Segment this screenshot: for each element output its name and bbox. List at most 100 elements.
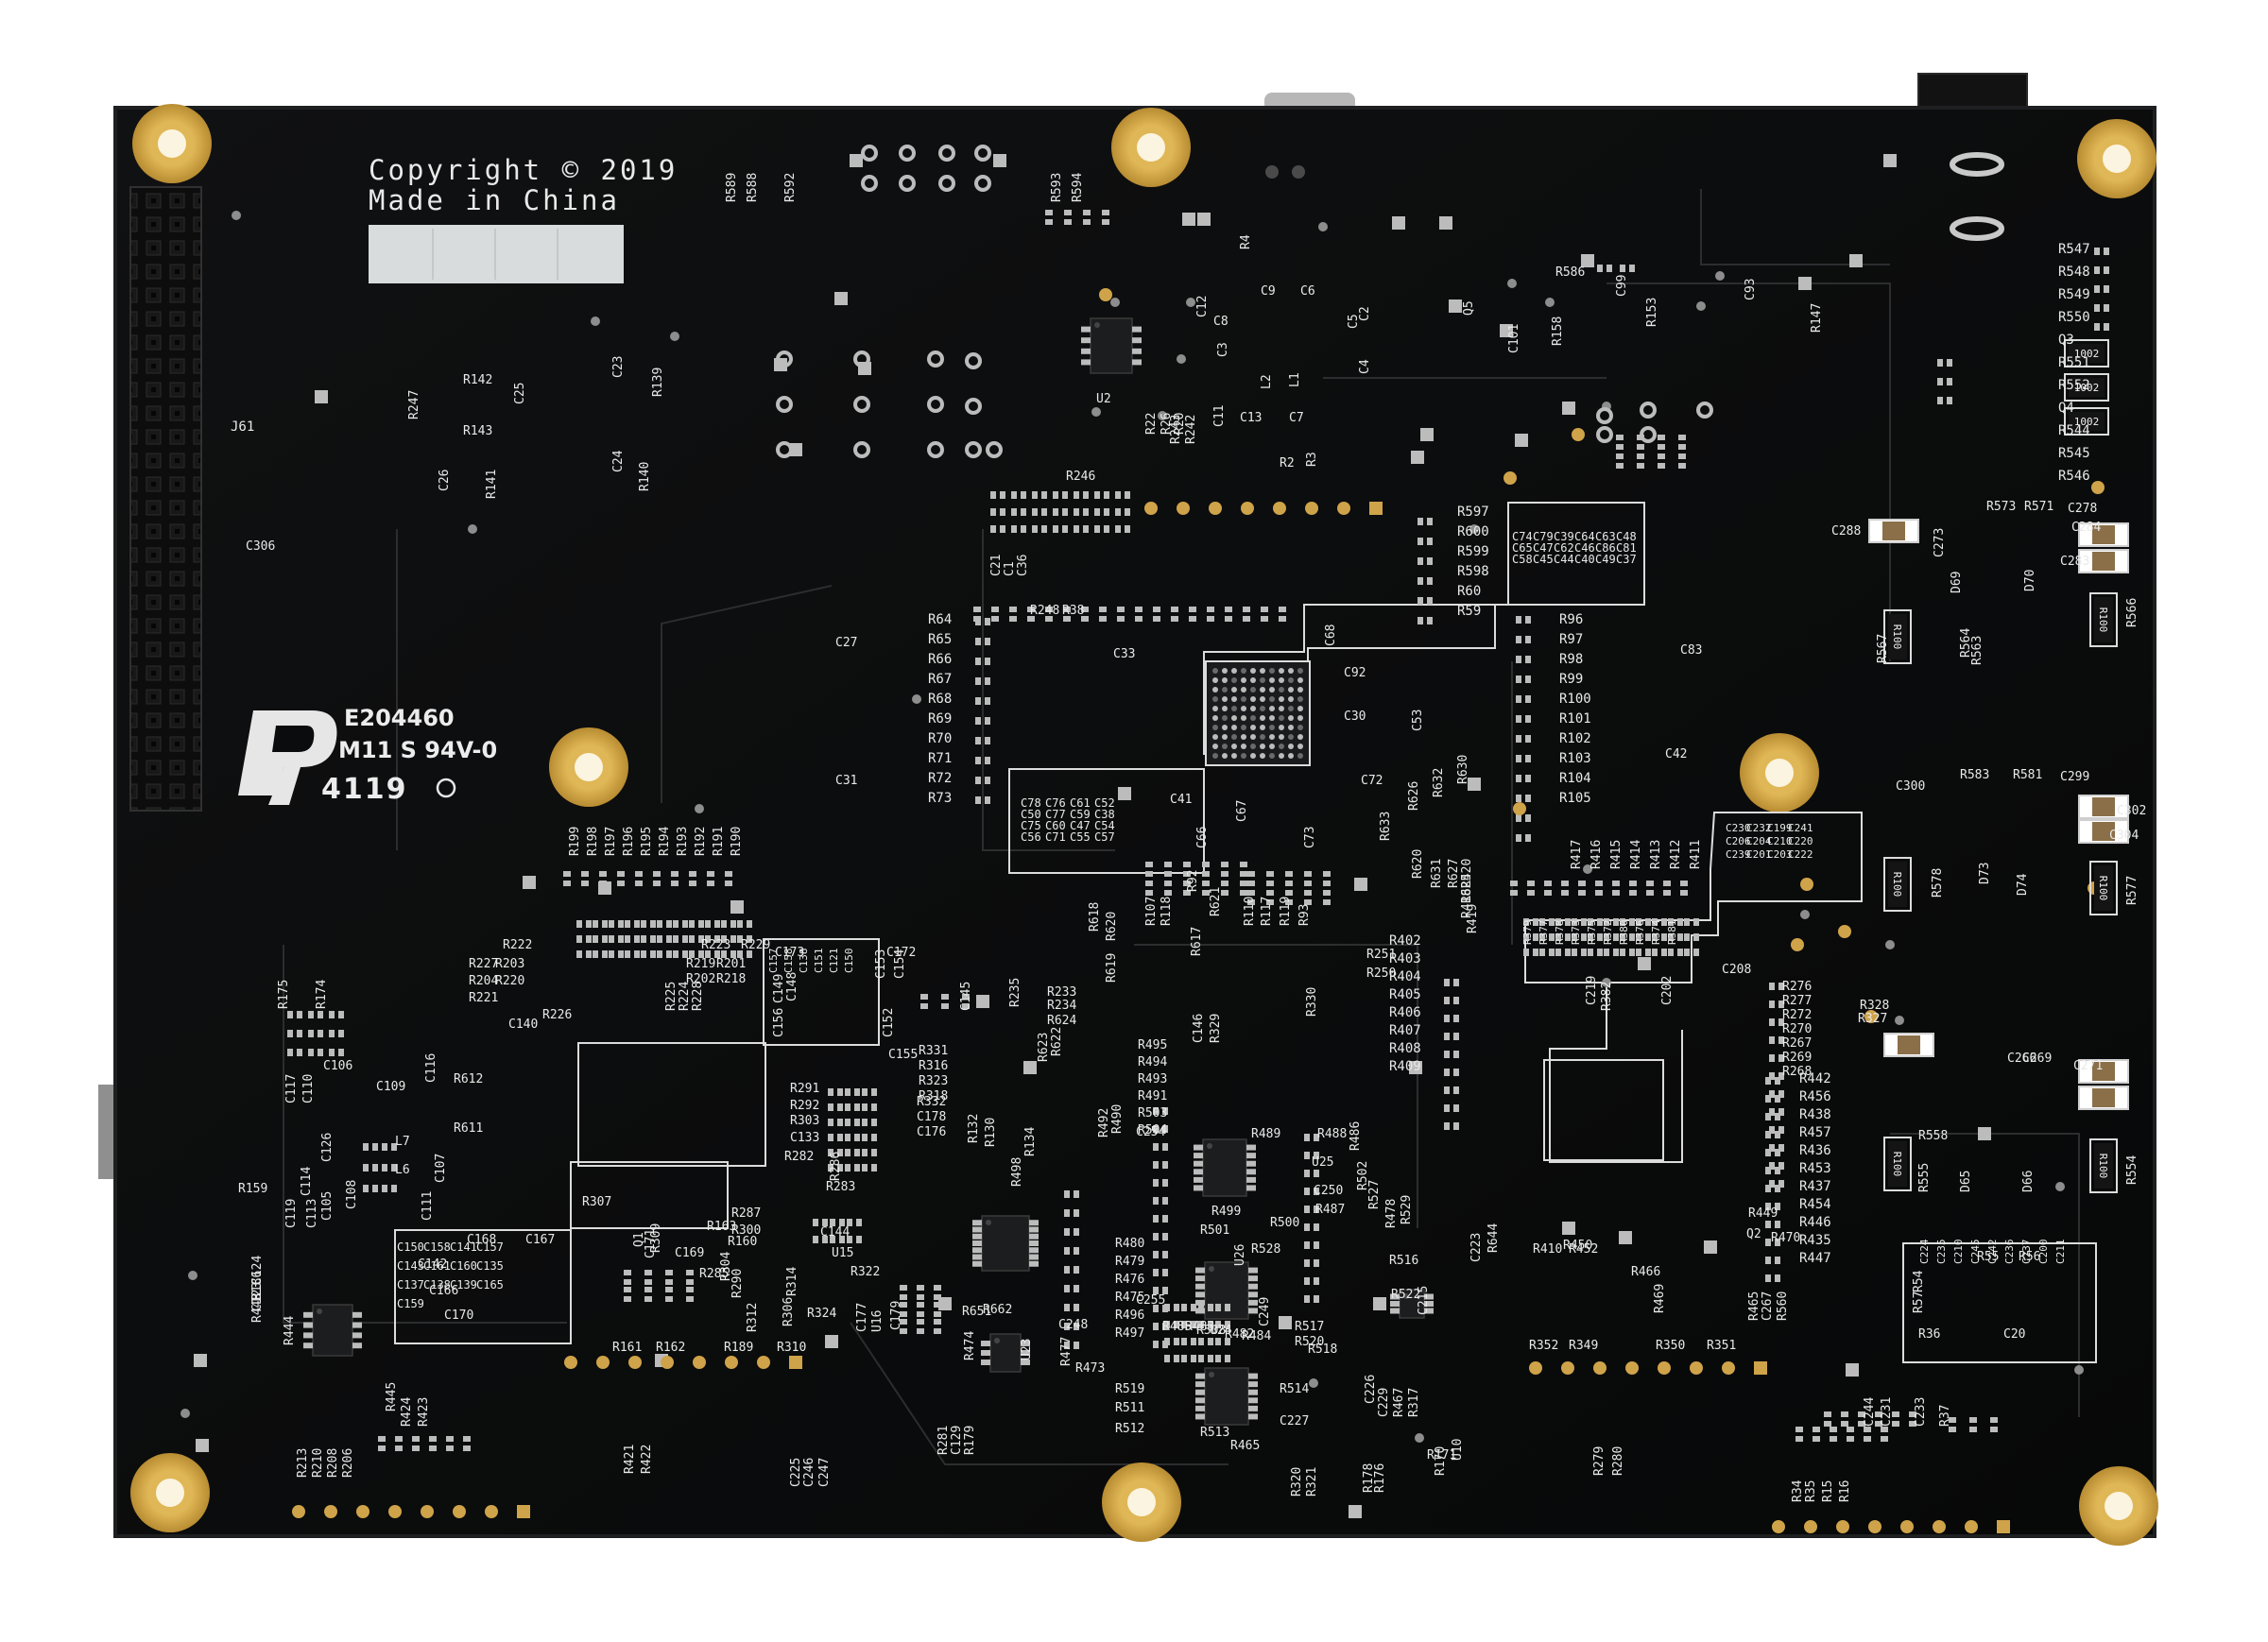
silk-label: R117 bbox=[1260, 897, 1274, 926]
via bbox=[1895, 1016, 1904, 1025]
square-pad bbox=[598, 881, 611, 895]
bga-ball bbox=[1231, 753, 1237, 759]
silk-label: C37 bbox=[1616, 553, 1637, 566]
smd-pad bbox=[1074, 1247, 1079, 1255]
smd-pad bbox=[586, 935, 592, 943]
smd-pad bbox=[900, 1302, 907, 1308]
smd-pad bbox=[1162, 1179, 1168, 1187]
bga-ball bbox=[1269, 715, 1275, 721]
silk-label: R20 bbox=[1173, 413, 1187, 435]
smd-pad bbox=[1765, 1274, 1771, 1282]
smd-pad bbox=[856, 1219, 862, 1226]
silk-label: R495 bbox=[1138, 1038, 1167, 1052]
smd-pad bbox=[1453, 1104, 1459, 1112]
bga-ball bbox=[1269, 725, 1275, 730]
through-hole bbox=[938, 175, 955, 192]
silk-label: R612 bbox=[454, 1072, 483, 1086]
smd-pad bbox=[446, 1436, 454, 1442]
silk-label: C237 bbox=[2020, 1240, 2033, 1265]
silk-label: R503 bbox=[1138, 1106, 1167, 1120]
smd-pad bbox=[1444, 1015, 1450, 1022]
smd-pad bbox=[698, 935, 704, 943]
smd-pad bbox=[1778, 983, 1784, 990]
silk-label: R560 bbox=[1776, 1291, 1790, 1321]
silk-label: C63 bbox=[1595, 530, 1616, 543]
smd-pad bbox=[917, 1285, 924, 1291]
smd-pad bbox=[1597, 918, 1603, 926]
bga-ball bbox=[1231, 725, 1237, 730]
bga-ball bbox=[1269, 687, 1275, 693]
silk-label: R409 bbox=[1389, 1059, 1421, 1074]
trace bbox=[283, 945, 567, 1324]
test-pad bbox=[1772, 1520, 1785, 1533]
ic-pin bbox=[1248, 1291, 1258, 1298]
smd-pad bbox=[1027, 616, 1035, 622]
smd-pad bbox=[1145, 881, 1153, 886]
smd-pad bbox=[1533, 933, 1538, 941]
silk-label: C144 bbox=[820, 1225, 850, 1240]
smd-pad bbox=[2094, 248, 2100, 255]
square-pad bbox=[789, 443, 802, 456]
smd-pad bbox=[641, 935, 646, 943]
silk-label: R548 bbox=[2058, 265, 2090, 280]
silk-label: R589 bbox=[725, 173, 739, 202]
smd-pad bbox=[1174, 1355, 1179, 1362]
smd-pad bbox=[1525, 715, 1531, 723]
silk-label: R189 bbox=[724, 1341, 753, 1355]
silk-label: R71 bbox=[928, 751, 952, 766]
smd-pad bbox=[985, 737, 990, 744]
silk-label: R420 bbox=[1460, 859, 1474, 888]
bga-ball bbox=[1222, 753, 1228, 759]
ic-pin bbox=[1029, 1247, 1039, 1254]
silk-label: C123 bbox=[250, 1282, 265, 1311]
smd-pad bbox=[1444, 1122, 1450, 1130]
test-pad bbox=[1177, 502, 1190, 515]
silk-label: C156 bbox=[772, 1008, 786, 1037]
smd-pad bbox=[1693, 918, 1699, 926]
silk-label: R482 bbox=[1225, 1327, 1254, 1342]
silk-label: R130 bbox=[984, 1118, 998, 1147]
ic-pin bbox=[1021, 1360, 1030, 1365]
smd-pad bbox=[1247, 890, 1255, 896]
smd-pad bbox=[1074, 491, 1079, 499]
smd-pad bbox=[1000, 491, 1005, 499]
resistor-marking: 1002 bbox=[2074, 416, 2100, 428]
ic-pin bbox=[1081, 337, 1091, 344]
silk-label: C108 bbox=[345, 1180, 359, 1209]
smd-pad bbox=[666, 935, 672, 943]
bga-ball bbox=[1297, 677, 1303, 683]
resistor-body bbox=[2069, 344, 2105, 363]
silk-label: L2 bbox=[1260, 374, 1274, 389]
silk-label: C226 bbox=[1364, 1375, 1378, 1404]
silk-label: R37 bbox=[1938, 1405, 1952, 1427]
smd-pad bbox=[1153, 1305, 1159, 1312]
bga-ball bbox=[1222, 725, 1228, 730]
smd-pad bbox=[1969, 1417, 1977, 1423]
silk-label: C230 bbox=[1726, 822, 1751, 834]
smd-pad bbox=[1189, 616, 1196, 622]
silk-label: C158 bbox=[782, 949, 795, 974]
silk-label: R476 bbox=[1115, 1273, 1144, 1287]
smd-pad bbox=[845, 1164, 850, 1172]
via bbox=[912, 694, 921, 704]
smd-pad bbox=[1240, 871, 1247, 877]
smd-pad bbox=[665, 1296, 673, 1302]
bga-ball bbox=[1269, 753, 1275, 759]
smd-pad bbox=[682, 920, 688, 928]
silk-label: R139 bbox=[651, 368, 665, 397]
smd-pad bbox=[1011, 525, 1017, 533]
smd-pad bbox=[737, 920, 743, 928]
smd-pad bbox=[1164, 881, 1172, 886]
smd-pad bbox=[1323, 899, 1331, 905]
test-pad bbox=[596, 1356, 610, 1369]
smd-pad bbox=[1588, 918, 1593, 926]
smd-pad bbox=[463, 1436, 471, 1442]
silk-label: R159 bbox=[238, 1182, 267, 1196]
smd-pad bbox=[991, 616, 999, 622]
smd-pad bbox=[1104, 525, 1109, 533]
silk-label: D66 bbox=[2021, 1171, 2036, 1192]
smd-pad bbox=[822, 1236, 828, 1243]
silk-label: C288 bbox=[1831, 524, 1861, 539]
silk-label: R624 bbox=[1047, 1014, 1076, 1028]
pin-header-j61 bbox=[129, 186, 202, 812]
